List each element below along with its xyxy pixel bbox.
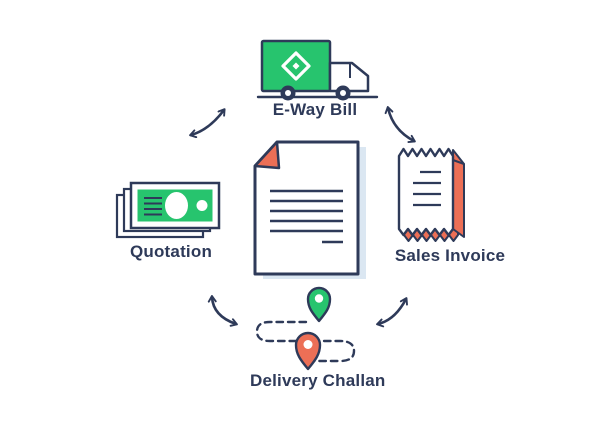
node-quotation	[113, 179, 228, 241]
coral-pin-icon	[294, 331, 322, 371]
node-delivery-challan	[252, 283, 364, 377]
curved-arrow-icon	[376, 297, 408, 328]
route-map-pins-icon	[255, 286, 356, 371]
node-label-eway-bill: E-Way Bill	[272, 100, 358, 119]
banknotes-icon	[115, 181, 221, 239]
node-label-delivery-challan: Delivery Challan	[250, 371, 386, 390]
connector-quotation-delivery-challan	[200, 290, 250, 335]
curved-arrow-icon	[189, 108, 226, 139]
delivery-truck-icon	[256, 39, 379, 101]
receipt-icon	[397, 147, 465, 242]
connector-sales-invoice-delivery-challan	[370, 290, 420, 335]
connector-eway-sales-invoice	[380, 100, 430, 145]
document-page-icon	[253, 140, 366, 279]
curved-arrow-icon	[207, 295, 238, 327]
node-sales-invoice	[396, 146, 476, 246]
green-pin-icon	[306, 286, 332, 323]
connector-quotation-eway	[184, 100, 234, 145]
curved-arrow-icon	[384, 106, 416, 143]
node-document	[247, 138, 369, 280]
node-eway-bill	[255, 36, 381, 102]
node-label-sales-invoice: Sales Invoice	[394, 246, 506, 265]
node-label-quotation: Quotation	[129, 242, 213, 261]
